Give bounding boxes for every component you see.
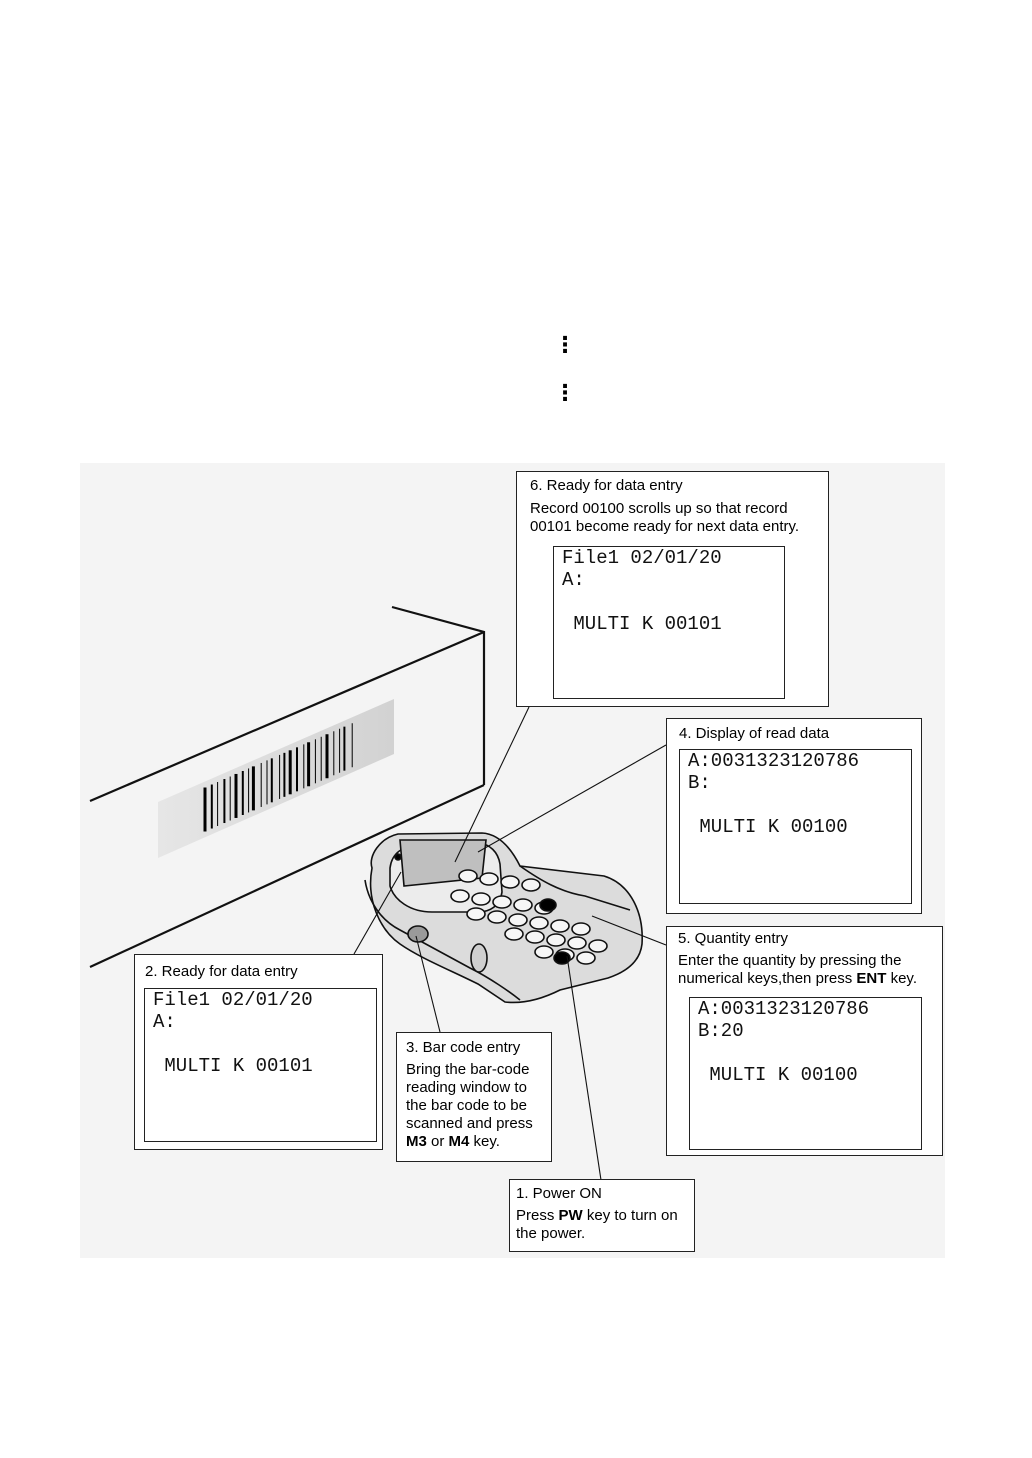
- m3-key-label: M3: [406, 1133, 427, 1150]
- keypad-key: [504, 927, 524, 941]
- lcd-line: B:: [688, 772, 711, 794]
- callout-title: 2. Ready for data entry: [145, 963, 298, 980]
- callout-step6: 6. Ready for data entry Record 00100 scr…: [516, 471, 829, 707]
- lcd-line: MULTI K 00100: [688, 816, 848, 838]
- keypad-key: [508, 913, 528, 927]
- keypad-key: [479, 872, 499, 886]
- callout-title: 5. Quantity entry: [678, 930, 789, 947]
- m4-key-label: M4: [448, 1133, 470, 1150]
- lcd-line: A:: [562, 569, 585, 591]
- keypad-key: [534, 945, 554, 959]
- callout-text: Bring the bar-code reading window to the…: [406, 1061, 533, 1150]
- keypad-key: [546, 933, 566, 947]
- leader-lines: [353, 706, 667, 1181]
- ent-key-label: ENT: [856, 970, 887, 987]
- lcd-line: A:0031323120786: [698, 998, 870, 1020]
- barcode-icon: [203, 723, 353, 832]
- keypad-key: [513, 898, 533, 912]
- callout-title: 1. Power ON: [516, 1185, 602, 1202]
- callout-step4: 4. Display of read data A:0031323120786 …: [666, 718, 922, 914]
- lcd-line: B:20: [698, 1020, 744, 1042]
- callout-title: 3. Bar code entry: [406, 1039, 521, 1056]
- callout-title: 6. Ready for data entry: [530, 477, 683, 494]
- lcd-line: A:: [153, 1011, 176, 1033]
- keypad-key: [588, 939, 608, 953]
- callout-step5: 5. Quantity entry Enter the quantity by …: [666, 926, 943, 1156]
- handheld-terminal: [364, 832, 643, 1004]
- keypad-key: [571, 922, 591, 936]
- callout-title: 4. Display of read data: [679, 725, 830, 742]
- keypad-key: [450, 889, 470, 903]
- callout-text: Press PW key to turn on the power.: [516, 1207, 678, 1242]
- lcd-screen: A:0031323120786 B:20 MULTI K 00100: [689, 997, 922, 1150]
- keypad-key-highlighted: [539, 898, 557, 912]
- lcd-screen: A:0031323120786 B: MULTI K 00100: [679, 749, 912, 904]
- keypad-key: [492, 895, 512, 909]
- lcd-line: File1 02/01/20: [562, 547, 722, 569]
- lcd-line: MULTI K 00100: [698, 1064, 858, 1086]
- keypad-key: [576, 951, 596, 965]
- callout-text: Record 00100 scrolls up so that record 0…: [530, 500, 800, 535]
- lcd-line: MULTI K 00101: [562, 613, 722, 635]
- keypad-key: [500, 875, 520, 889]
- lcd-screen: File1 02/01/20 A: MULTI K 00101: [553, 546, 785, 699]
- keypad-key: [529, 916, 549, 930]
- callout-step1: 1. Power ON Press PW key to turn on the …: [509, 1179, 695, 1252]
- lcd-screen: File1 02/01/20 A: MULTI K 00101: [144, 988, 377, 1142]
- keypad-key: [525, 930, 545, 944]
- callout-text: Enter the quantity by pressing the numer…: [678, 952, 917, 987]
- lcd-line: A:0031323120786: [688, 750, 860, 772]
- keypad-key: [550, 919, 570, 933]
- keypad-key: [458, 869, 478, 883]
- lcd-line: MULTI K 00101: [153, 1055, 313, 1077]
- keypad: [450, 869, 608, 965]
- keypad-key: [471, 892, 491, 906]
- lcd-line: File1 02/01/20: [153, 989, 313, 1011]
- keypad-key: [466, 907, 486, 921]
- callout-step2: 2. Ready for data entry File1 02/01/20 A…: [134, 954, 383, 1150]
- keypad-key: [487, 910, 507, 924]
- keypad-key-highlighted: [553, 951, 571, 965]
- pw-key-label: PW: [558, 1207, 583, 1224]
- keypad-key: [567, 936, 587, 950]
- barcode-label: [158, 699, 394, 858]
- cardboard-box: [89, 605, 486, 968]
- callout-step3: 3. Bar code entry Bring the bar-code rea…: [396, 1032, 552, 1162]
- keypad-key: [521, 878, 541, 892]
